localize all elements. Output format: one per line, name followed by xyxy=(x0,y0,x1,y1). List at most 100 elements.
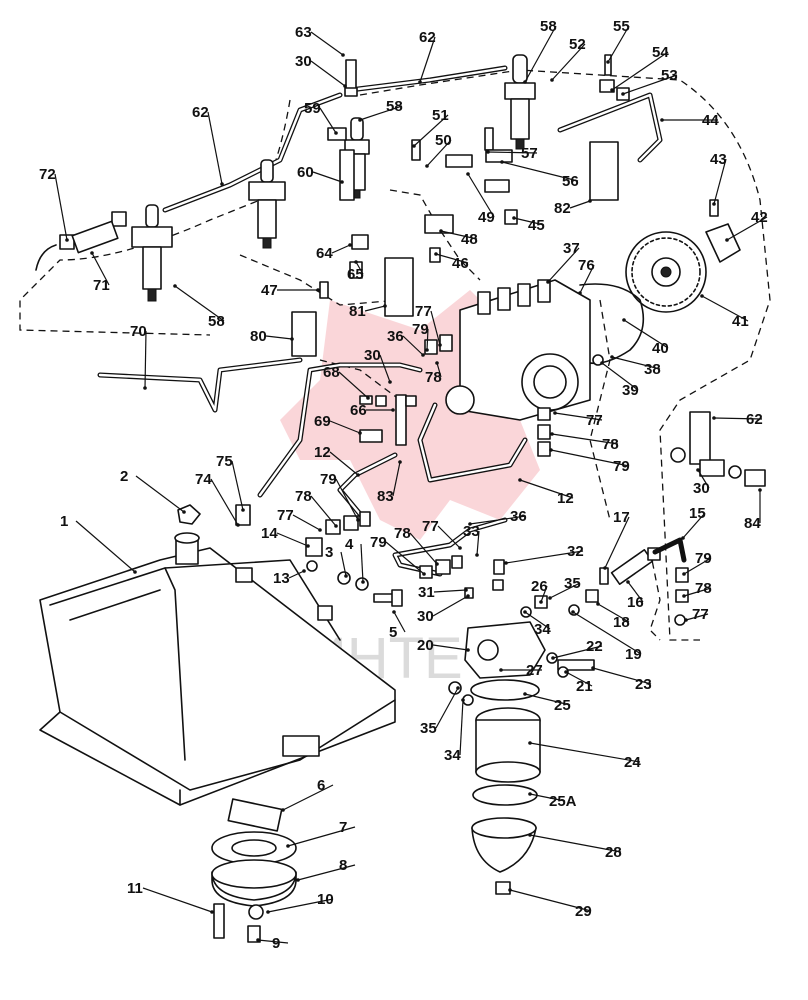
part-number-label: 80 xyxy=(250,328,267,345)
callout-c76: 76 xyxy=(578,257,595,295)
part-number-label: 13 xyxy=(273,570,290,587)
leader-arrowhead xyxy=(241,508,245,512)
callout-c34b: 34 xyxy=(444,698,465,764)
part-number-label: 42 xyxy=(751,209,768,226)
leader-line xyxy=(267,898,334,913)
part-number-label: 5 xyxy=(389,624,397,641)
part-number-label: 58 xyxy=(208,313,225,330)
leader-line xyxy=(276,532,309,547)
part-number-label: 12 xyxy=(314,444,331,461)
callout-c20: 20 xyxy=(417,637,470,654)
leader-line xyxy=(565,671,593,687)
callout-c80: 80 xyxy=(250,328,294,345)
leader-line xyxy=(430,310,441,346)
part-number-label: 26 xyxy=(531,578,548,595)
leader-arrowhead xyxy=(518,478,522,482)
callout-c52: 52 xyxy=(550,36,586,82)
leader-line xyxy=(551,433,619,445)
leader-line xyxy=(513,217,545,226)
callout-c60: 60 xyxy=(297,164,344,184)
leader-arrowhead xyxy=(343,84,347,88)
callout-c9: 9 xyxy=(256,935,289,952)
leader-line xyxy=(685,613,709,621)
callout-c77b: 77 xyxy=(277,507,322,532)
callout-c51: 51 xyxy=(412,107,449,148)
callout-c82: 82 xyxy=(554,199,592,217)
callout-c49: 49 xyxy=(466,172,495,226)
callout-c34: 34 xyxy=(523,610,551,638)
callout-c10: 10 xyxy=(266,891,334,914)
leader-line xyxy=(419,36,436,83)
part-number-label: 79 xyxy=(613,458,630,475)
leader-line xyxy=(551,43,586,81)
leader-arrowhead xyxy=(758,488,762,492)
part-number-label: 43 xyxy=(710,151,727,168)
leader-line xyxy=(257,939,289,944)
part-number-label: 15 xyxy=(689,505,706,522)
leader-line xyxy=(142,887,213,913)
leader-line xyxy=(385,541,425,575)
leader-line xyxy=(572,611,642,655)
leader-line xyxy=(310,60,346,87)
part-number-label: 37 xyxy=(563,240,580,257)
callout-c58: 58 xyxy=(523,18,557,84)
callout-c24: 24 xyxy=(528,741,641,771)
leader-line xyxy=(524,25,557,83)
leader-arrowhead xyxy=(712,202,716,206)
callout-c84: 84 xyxy=(744,488,762,532)
callout-c79d: 79 xyxy=(682,550,712,576)
callout-c78d: 78 xyxy=(682,580,712,598)
leader-arrowhead xyxy=(418,80,422,84)
leader-line xyxy=(359,105,403,121)
leader-arrowhead xyxy=(354,260,358,264)
leader-arrowhead xyxy=(425,164,429,168)
leader-line xyxy=(435,253,469,264)
callout-c77c: 77 xyxy=(422,518,462,550)
leader-line xyxy=(501,161,579,182)
part-number-label: 52 xyxy=(569,36,586,53)
leader-arrowhead xyxy=(500,160,504,164)
leader-arrowhead xyxy=(173,284,177,288)
callout-c6: 6 xyxy=(281,777,334,812)
leader-line xyxy=(529,834,622,853)
callout-c72: 72 xyxy=(39,166,69,242)
callout-c44: 44 xyxy=(660,112,719,129)
leader-line xyxy=(287,826,356,847)
callout-c26: 26 xyxy=(531,578,548,604)
callout-c30c: 30 xyxy=(295,53,347,88)
leader-arrowhead xyxy=(700,294,704,298)
callout-c70: 70 xyxy=(130,323,147,390)
leader-line xyxy=(622,74,678,95)
leader-line xyxy=(524,693,571,706)
leader-arrowhead xyxy=(681,536,685,540)
part-number-label: 58 xyxy=(386,98,403,115)
part-number-label: 39 xyxy=(622,382,639,399)
leader-line xyxy=(529,793,566,802)
callout-c59: 59 xyxy=(304,100,338,135)
leader-arrowhead xyxy=(290,337,294,341)
part-number-label: 78 xyxy=(394,525,411,542)
part-number-label: 25 xyxy=(554,697,571,714)
leader-line xyxy=(360,543,364,583)
part-number-label: 28 xyxy=(605,844,622,861)
part-number-label: 51 xyxy=(432,107,449,124)
part-number-label: 69 xyxy=(314,413,331,430)
leader-line xyxy=(297,864,356,881)
leader-line xyxy=(312,171,343,183)
leader-line xyxy=(329,420,361,434)
leader-arrowhead xyxy=(551,656,555,660)
leader-arrowhead xyxy=(546,280,550,284)
part-number-label: 35 xyxy=(564,575,581,592)
leader-arrowhead xyxy=(220,182,224,186)
leader-arrowhead xyxy=(466,172,470,176)
callout-c65: 65 xyxy=(347,260,364,283)
leader-arrowhead xyxy=(660,118,664,122)
part-number-label: 3 xyxy=(325,544,333,561)
leader-line xyxy=(393,611,406,633)
callout-c69: 69 xyxy=(314,413,362,435)
injector-nozzles xyxy=(131,54,536,302)
leader-line xyxy=(310,31,344,56)
part-number-label: 81 xyxy=(349,303,366,320)
leader-arrowhead xyxy=(318,528,322,532)
